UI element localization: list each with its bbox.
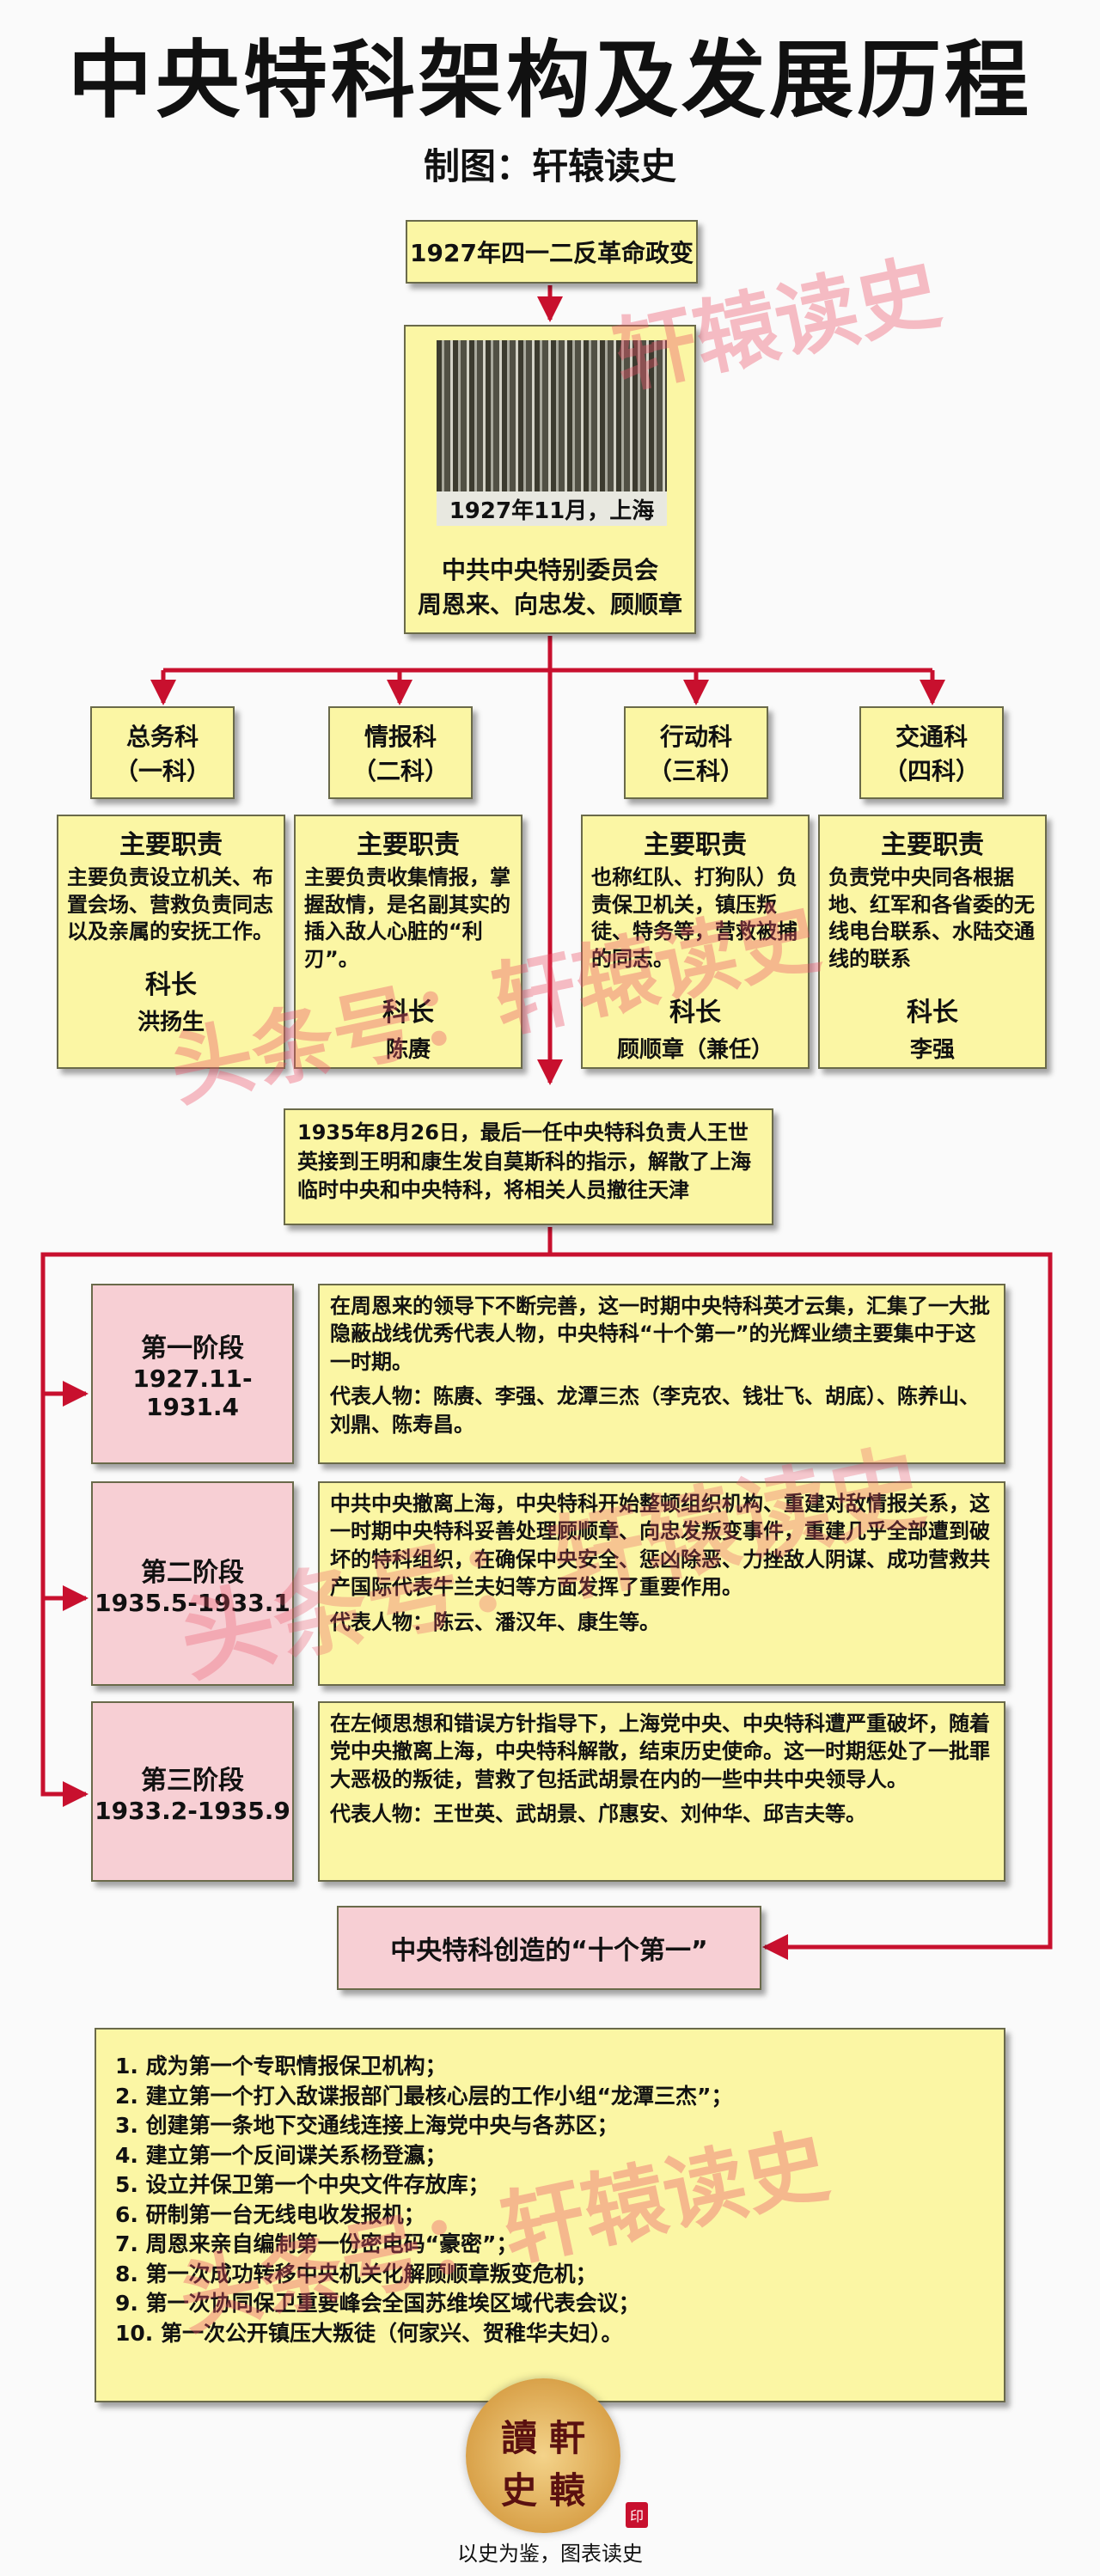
seal-small-stamp-text: 印: [629, 2508, 644, 2524]
duty-text: 也称红队、打狗队）负责保卫机关，镇压叛徒、特务等，营救被捕的同志。: [591, 865, 798, 972]
stage-desc-text: 在周恩来的领导下不断完善，这一时期中央特科英才云集，汇集了一大批隐蔽战线优秀代表…: [330, 1294, 990, 1374]
duty-title: 主要职责: [357, 830, 460, 860]
stage-3-label: 第三阶段 1933.2-1935.9: [91, 1701, 294, 1882]
list-item: 5. 设立并保卫第一个中央文件存放库；: [115, 2172, 490, 2197]
dissolution-text: 1935年8月26日，最后一任中央特科负责人王世英接到王明和康生发自莫斯科的指示…: [297, 1120, 751, 1203]
seal-logo: 讀 軒 史 轅: [466, 2378, 620, 2533]
duty-title: 主要职责: [881, 830, 984, 860]
stage-period: 1935.5-1933.1: [95, 1588, 290, 1617]
dept-qingbao: 情报科 （二科）: [328, 706, 473, 799]
head-name: 陈赓: [385, 1036, 431, 1063]
duty-title: 主要职责: [644, 830, 747, 860]
duty-text: 负责党中央同各根据地、红军和各省委的无线电台联系、水陆交通线的联系: [828, 865, 1035, 972]
stage-period: 1927.11-1931.4: [132, 1364, 253, 1421]
list-item: 8. 第一次成功转移中央机关化解顾顺章叛变危机；: [115, 2261, 597, 2286]
event-1927-text: 1927年四一二反革命政变: [410, 239, 694, 267]
duty-box-zongwu: 主要职责 主要负责设立机关、布置会场、营救负责同志以及亲属的安抚工作。 科长 洪…: [57, 815, 285, 1069]
dept-name: 行动科: [659, 723, 732, 751]
stage-desc-text: 在左倾思想和错误方针指导下，上海党中央、中央特科遭严重破坏，随着党中央撤离上海，…: [330, 1712, 990, 1792]
head-label: 科长: [669, 997, 721, 1028]
list-item: 3. 创建第一条地下交通线连接上海党中央与各苏区；: [115, 2113, 619, 2138]
stage-1-desc: 在周恩来的领导下不断完善，这一时期中央特科英才云集，汇集了一大批隐蔽战线优秀代表…: [318, 1284, 1005, 1464]
stage-desc-text: 中共中央撤离上海，中央特科开始整顿组织机构、重建对敌情报关系，这一时期中央特科妥…: [330, 1492, 990, 1600]
stage-people: 代表人物：陈赓、李强、龙潭三杰（李克农、钱壮飞、胡底）、陈养山、刘鼎、陈寿昌。: [330, 1384, 980, 1437]
founding-members: 周恩来、向忠发、顾顺章: [417, 590, 682, 619]
head-name: 洪扬生: [137, 1010, 205, 1036]
head-label: 科长: [382, 997, 434, 1028]
seal-small-stamp: 印: [626, 2502, 648, 2528]
stage-name: 第一阶段: [141, 1334, 244, 1364]
dept-alias: （一科）: [113, 757, 211, 785]
list-item: 6. 研制第一台无线电收发报机；: [115, 2201, 425, 2227]
stage-name: 第三阶段: [141, 1765, 244, 1796]
founding-box: 1927年11月，上海 中共中央特别委员会 周恩来、向忠发、顾顺章: [404, 325, 696, 634]
seal-char: 軒: [548, 2417, 585, 2459]
seal-char: 轅: [548, 2469, 585, 2512]
ten-firsts-list: 1. 成为第一个专职情报保卫机构； 2. 建立第一个打入敌谍报部门最核心层的工作…: [95, 2028, 1005, 2402]
duty-title: 主要职责: [119, 830, 223, 860]
list-item: 7. 周恩来亲自编制第一份密电码“豪密”；: [115, 2231, 518, 2256]
dept-xingdong: 行动科 （三科）: [624, 706, 768, 799]
dept-name: 总务科: [125, 723, 199, 751]
seal-char: 讀: [500, 2417, 537, 2459]
dept-alias: （二科）: [351, 757, 449, 785]
list-item: 4. 建立第一个反间谍关系杨登瀛；: [115, 2142, 447, 2168]
list-item: 2. 建立第一个打入敌谍报部门最核心层的工作小组“龙潭三杰”；: [115, 2083, 733, 2109]
duty-box-jiaotong: 主要职责 负责党中央同各根据地、红军和各省委的无线电台联系、水陆交通线的联系 科…: [818, 815, 1047, 1069]
dissolution-box: 1935年8月26日，最后一任中央特科负责人王世英接到王明和康生发自莫斯科的指示…: [284, 1108, 773, 1225]
founding-photo: [437, 340, 667, 521]
ten-firsts-title-box: 中央特科创造的“十个第一”: [337, 1906, 761, 1990]
list-item: 1. 成为第一个专职情报保卫机构；: [115, 2054, 447, 2079]
head-label: 科长: [907, 997, 958, 1028]
founding-caption: 1927年11月，上海: [437, 491, 667, 526]
dept-alias: （四科）: [883, 757, 980, 785]
head-name: 顾顺章（兼任）: [616, 1036, 773, 1063]
dept-zongwu: 总务科 （一科）: [90, 706, 235, 799]
stage-people: 代表人物：王世英、武胡景、邝惠安、刘仲华、邱吉夫等。: [330, 1802, 866, 1827]
stage-people: 代表人物：陈云、潘汉年、康生等。: [330, 1609, 660, 1634]
stage-3-desc: 在左倾思想和错误方针指导下，上海党中央、中央特科遭严重破坏，随着党中央撤离上海，…: [318, 1701, 1005, 1882]
seal-char: 史: [500, 2469, 537, 2512]
stage-name: 第二阶段: [141, 1557, 244, 1588]
duty-box-xingdong: 主要职责 也称红队、打狗队）负责保卫机关，镇压叛徒、特务等，营救被捕的同志。 科…: [581, 815, 810, 1069]
duty-box-qingbao: 主要职责 主要负责收集情报，掌握敌情，是名副其实的插入敌人心脏的“利刃”。 科长…: [294, 815, 522, 1069]
founding-org: 中共中央特别委员会: [441, 556, 658, 584]
head-name: 李强: [909, 1036, 955, 1063]
dept-jiaotong: 交通科 （四科）: [859, 706, 1004, 799]
event-1927-box: 1927年四一二反革命政变: [406, 220, 698, 284]
list-item: 9. 第一次协同保卫重要峰会全国苏维埃区域代表会议；: [115, 2291, 640, 2316]
stage-2-label: 第二阶段 1935.5-1933.1: [91, 1481, 294, 1686]
head-label: 科长: [145, 970, 197, 1001]
stage-1-label: 第一阶段 1927.11-1931.4: [91, 1284, 294, 1464]
footer-slogan: 以史为鉴，图表读史: [457, 2542, 643, 2566]
duty-text: 主要负责收集情报，掌握敌情，是名副其实的插入敌人心脏的“利刃”。: [304, 865, 510, 972]
page-subtitle: 制图：轩辕读史: [423, 145, 676, 187]
stage-2-desc: 中共中央撤离上海，中央特科开始整顿组织机构、重建对敌情报关系，这一时期中央特科妥…: [318, 1481, 1005, 1686]
ten-firsts-title: 中央特科创造的“十个第一”: [390, 1936, 708, 1966]
list-item: 10. 第一次公开镇压大叛徒（何家兴、贺稚华夫妇）。: [115, 2320, 623, 2346]
dept-alias: （三科）: [647, 757, 744, 785]
dept-name: 情报科: [364, 723, 437, 751]
duty-text: 主要负责设立机关、布置会场、营救负责同志以及亲属的安抚工作。: [67, 865, 273, 944]
page-title: 中央特科架构及发展历程: [67, 32, 1032, 130]
dept-name: 交通科: [895, 723, 968, 751]
stage-period: 1933.2-1935.9: [95, 1796, 290, 1825]
